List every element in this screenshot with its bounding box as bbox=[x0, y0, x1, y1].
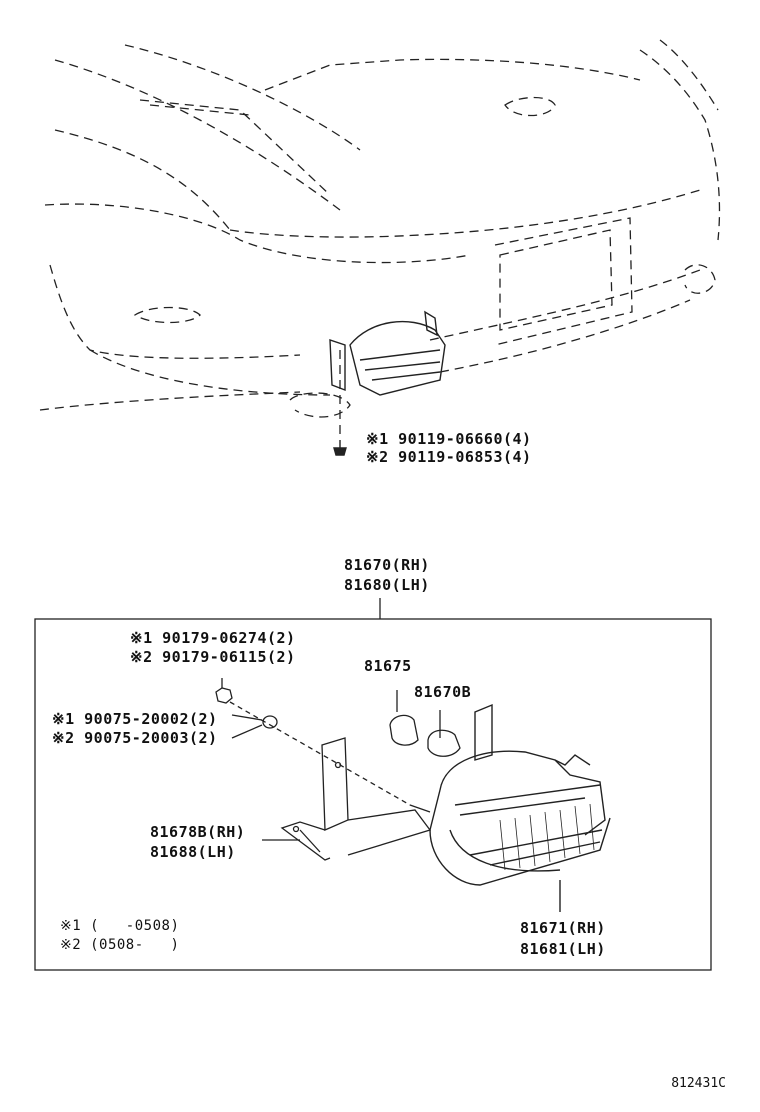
bracket-icon bbox=[262, 737, 432, 861]
bracket-label-lh: 81688(LH) bbox=[150, 843, 236, 861]
lens-label-lh: 81681(LH) bbox=[520, 940, 606, 958]
nut-label-2: ※2 90179-06115(2) bbox=[130, 648, 296, 666]
washer-label-2: ※2 90075-20003(2) bbox=[52, 729, 218, 747]
socket-icon bbox=[389, 690, 419, 746]
fog-lamp-icon bbox=[429, 703, 611, 912]
lens-label-rh: 81671(RH) bbox=[520, 919, 606, 937]
bulb-label: 81670B bbox=[414, 683, 472, 701]
nut-icon bbox=[215, 678, 233, 704]
nut-label-1: ※1 90179-06274(2) bbox=[130, 629, 296, 647]
assy-label-lh: 81680(LH) bbox=[344, 576, 430, 594]
bulb-icon bbox=[427, 710, 461, 757]
socket-label: 81675 bbox=[364, 657, 412, 675]
screw-label-2: ※2 90119-06853(4) bbox=[366, 448, 532, 466]
footnote-1: ※1 ( -0508) bbox=[60, 918, 180, 934]
car-rear-bumper-outline bbox=[34, 39, 721, 971]
bracket-label-rh: 81678B(RH) bbox=[150, 823, 246, 841]
screw-label-1: ※1 90119-06660(4) bbox=[366, 430, 532, 448]
washer-icon bbox=[231, 714, 278, 739]
assy-label-rh: 81670(RH) bbox=[344, 556, 430, 574]
washer-label-1: ※1 90075-20002(2) bbox=[52, 710, 218, 728]
diagram-id: 812431C bbox=[671, 1076, 726, 1091]
footnote-2: ※2 (0508- ) bbox=[60, 937, 180, 953]
